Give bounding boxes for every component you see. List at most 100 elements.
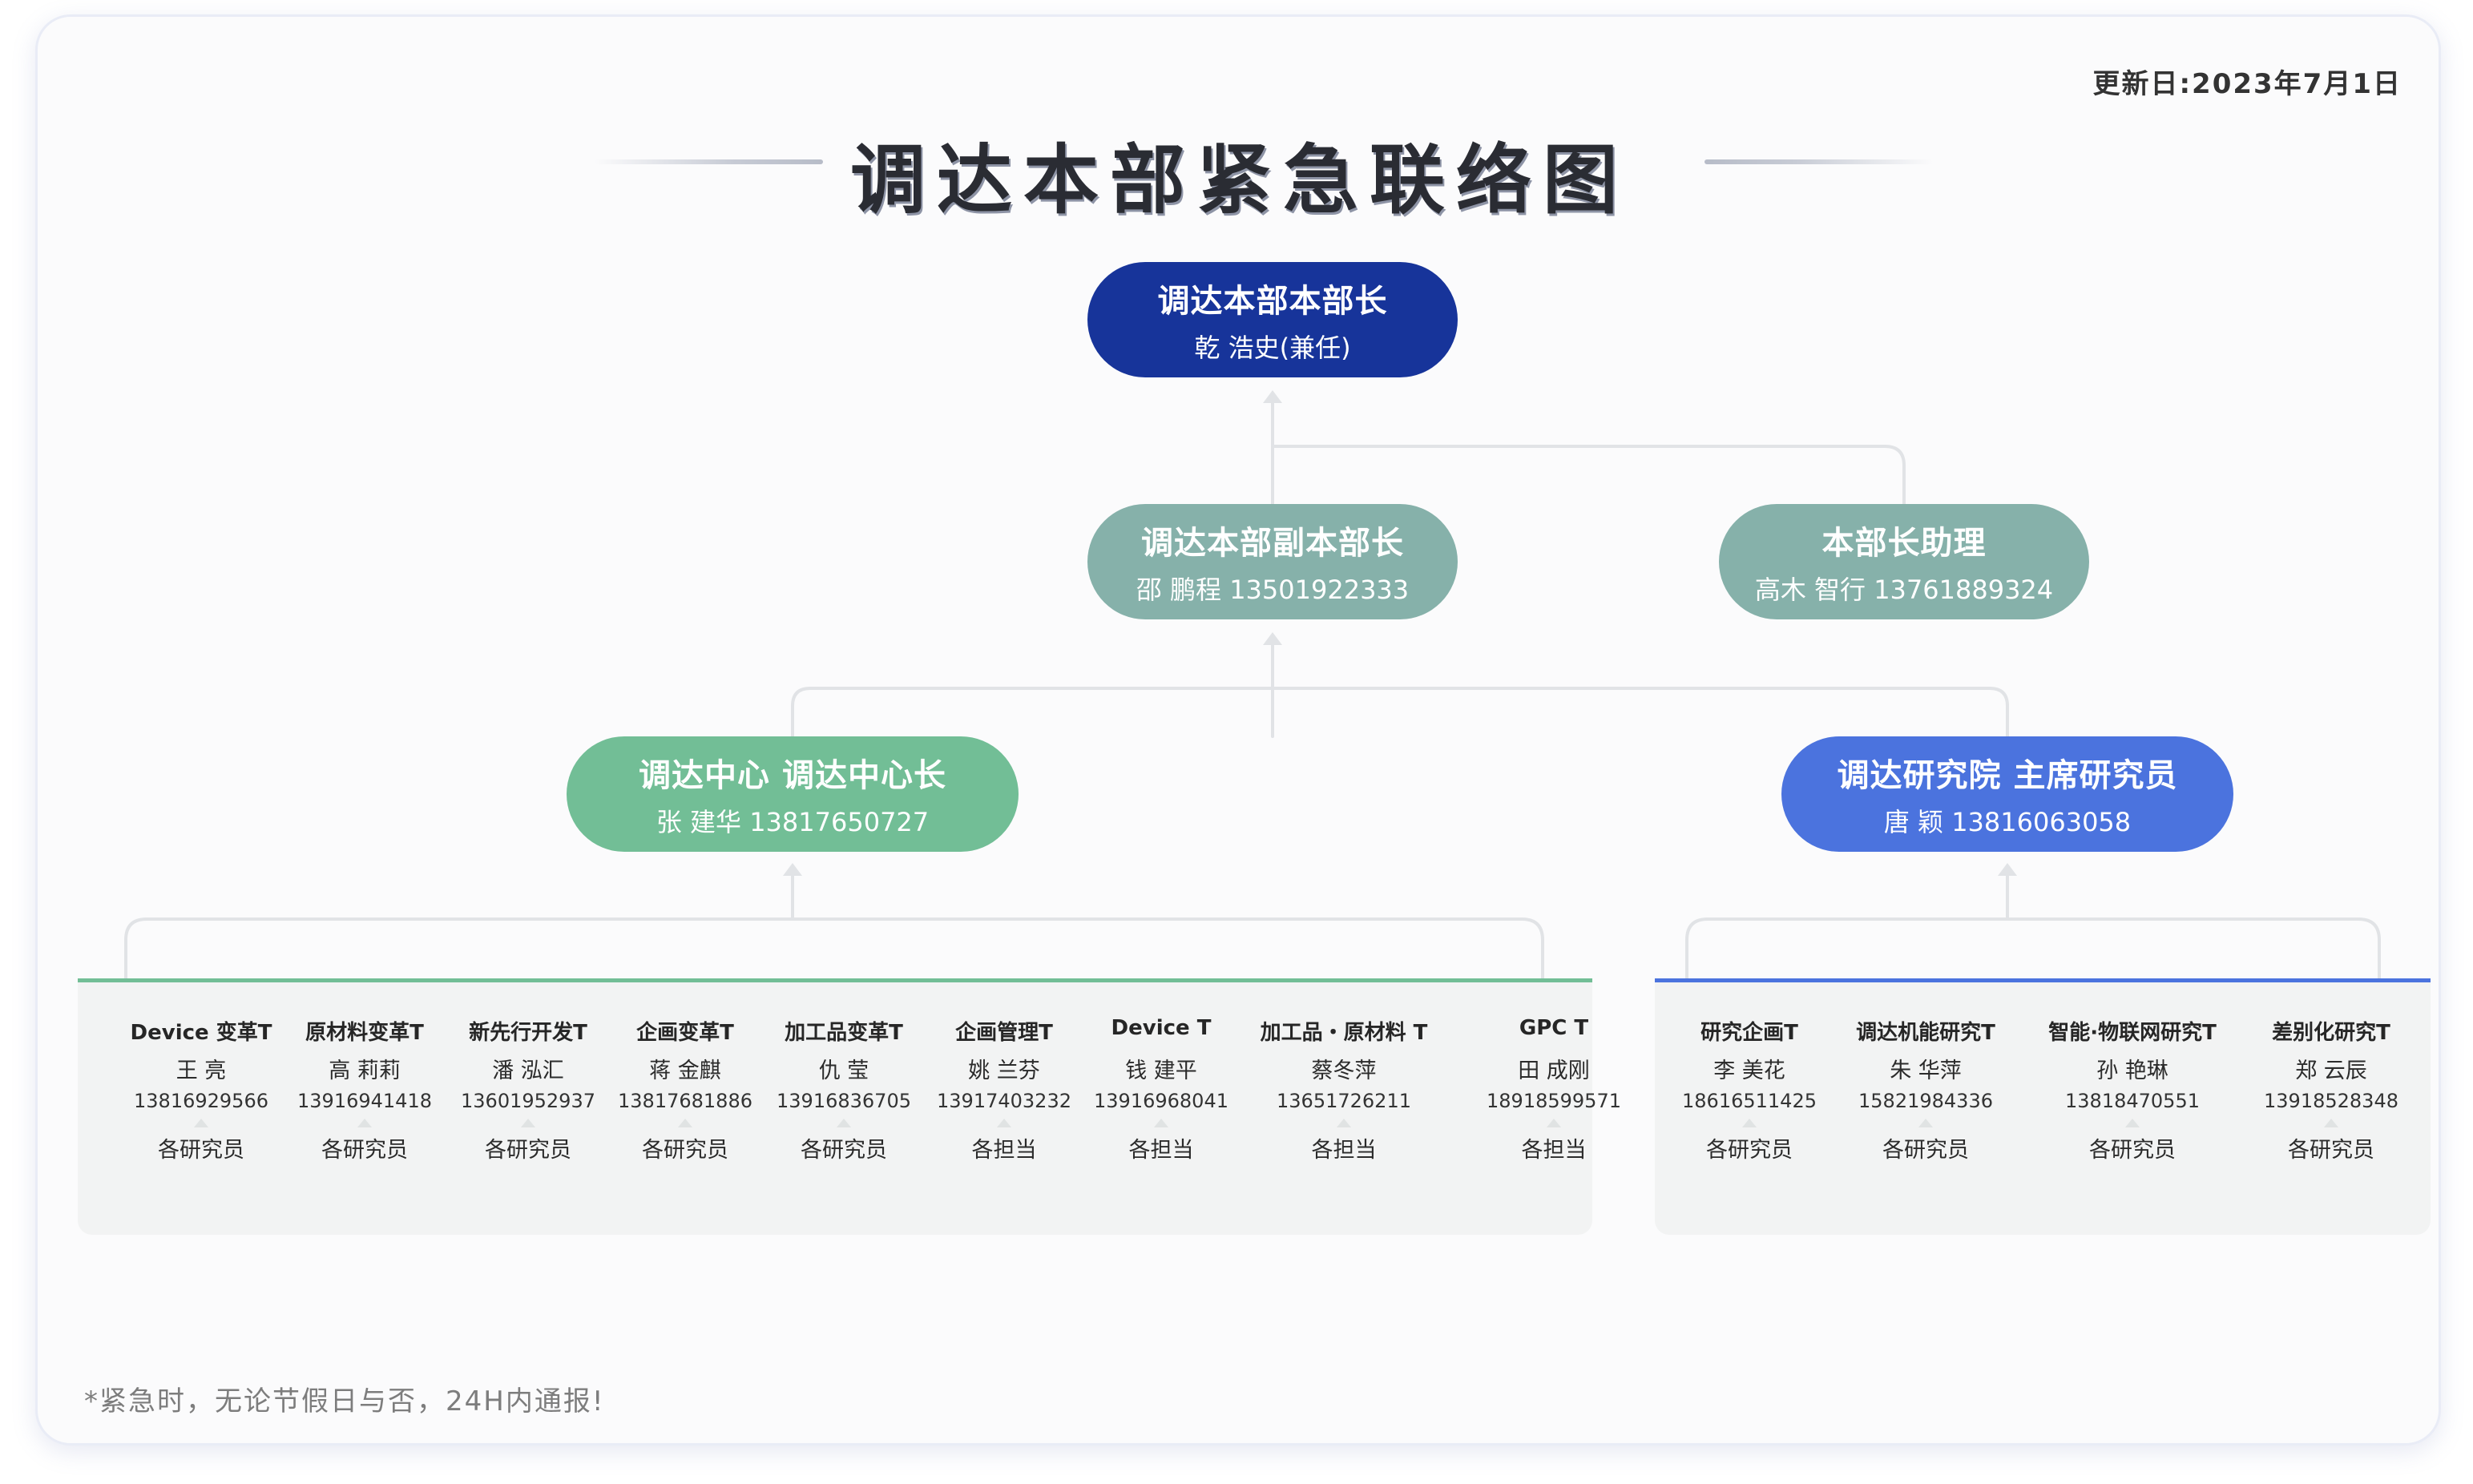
up-arrow-icon — [357, 1119, 372, 1127]
team-leader: 姚 兰芬 — [968, 1059, 1040, 1083]
node-title: 本部长助理 — [1821, 525, 1987, 562]
title-decor-line-left — [595, 159, 823, 164]
team-name: Device T — [1111, 1016, 1212, 1040]
connector-lines — [124, 390, 2381, 980]
team-name: Device 变革T — [130, 1021, 272, 1045]
team-role: 各研究员 — [801, 1138, 887, 1163]
team-role: 各担当 — [1521, 1138, 1587, 1163]
node-director: 调达本部本部长 乾 浩史(兼任) — [1087, 262, 1458, 377]
team-leader: 王 亮 — [175, 1059, 227, 1083]
team-column: 加工品・原材料 T 蔡冬萍 13651726211 各担当 — [1256, 1016, 1432, 1163]
team-phone: 13916941418 — [297, 1090, 432, 1112]
team-column: 企画管理T 姚 兰芬 13917403232 各担当 — [916, 1016, 1092, 1163]
team-column: Device 变革T 王 亮 13816929566 各研究员 — [113, 1016, 289, 1163]
node-procurement-center: 调达中心 调达中心长 张 建华 13817650727 — [567, 736, 1019, 852]
team-phone: 13601952937 — [461, 1090, 595, 1112]
team-name: GPC T — [1519, 1016, 1589, 1040]
up-arrow-icon — [2125, 1119, 2140, 1127]
center-teams-panel: Device 变革T 王 亮 13816929566 各研究员 原材料变革T 高… — [78, 978, 1621, 1235]
team-column: 原材料变革T 高 莉莉 13916941418 各研究员 — [276, 1016, 453, 1163]
team-column: 企画变革T 蒋 金麒 13817681886 各研究员 — [597, 1016, 773, 1163]
arrow-to-research — [1998, 863, 2017, 876]
team-column: 智能·物联网研究T 孙 艳琳 13818470551 各研究员 — [2044, 1016, 2221, 1163]
node-title: 调达中心 调达中心长 — [639, 757, 946, 794]
team-leader: 仇 莹 — [818, 1059, 869, 1083]
footnote: *紧急时，无论节假日与否，24H内通报! — [84, 1385, 605, 1417]
team-phone: 13817681886 — [618, 1090, 752, 1112]
team-column: 调达机能研究T 朱 华萍 15821984336 各研究员 — [1838, 1016, 2014, 1163]
team-phone: 13916968041 — [1094, 1090, 1228, 1112]
connector-center-deputy — [791, 687, 2009, 738]
team-phone: 13651726211 — [1277, 1090, 1411, 1112]
team-name: 智能·物联网研究T — [2048, 1021, 2217, 1045]
team-name: 研究企画T — [1700, 1021, 1798, 1045]
arrow-to-deputy — [1263, 632, 1282, 645]
team-name: 加工品・原材料 T — [1260, 1021, 1428, 1045]
up-arrow-icon — [678, 1119, 692, 1127]
chart-card: 更新日:2023年7月1日 调达本部紧急联络图 调达本部本部长 — [35, 14, 2441, 1446]
team-role: 各研究员 — [485, 1138, 571, 1163]
team-column: 新先行开发T 潘 泓汇 13601952937 各研究员 — [440, 1016, 616, 1163]
node-name: 高木 智行 13761889324 — [1754, 575, 2054, 605]
node-title: 调达本部本部长 — [1157, 283, 1388, 320]
arrow-to-director — [1263, 390, 1282, 403]
team-role: 各担当 — [1128, 1138, 1194, 1163]
up-arrow-icon — [194, 1119, 208, 1127]
team-role: 各研究员 — [2089, 1138, 2176, 1163]
team-role: 各研究员 — [642, 1138, 728, 1163]
team-name: 新先行开发T — [469, 1021, 587, 1045]
team-column: GPC T 田 成刚 18918599571 各担当 — [1466, 1016, 1642, 1163]
node-research-institute: 调达研究院 主席研究员 唐 颖 13816063058 — [1781, 736, 2233, 852]
up-arrow-icon — [1742, 1119, 1757, 1127]
team-name: 调达机能研究T — [1856, 1021, 1995, 1045]
connector-teams-right — [1685, 917, 2381, 980]
up-arrow-icon — [1154, 1119, 1168, 1127]
team-name: 企画变革T — [636, 1021, 734, 1045]
up-arrow-icon — [1918, 1119, 1933, 1127]
team-role: 各研究员 — [1706, 1138, 1793, 1163]
title-row: 调达本部紧急联络图 — [38, 119, 2443, 224]
node-title: 调达本部副本部长 — [1141, 525, 1404, 562]
team-leader: 孙 艳琳 — [2096, 1059, 2168, 1083]
team-leader: 钱 建平 — [1125, 1059, 1197, 1083]
node-name: 唐 颖 13816063058 — [1883, 807, 2132, 837]
team-leader: 朱 华萍 — [1890, 1059, 1962, 1083]
team-leader: 潘 泓汇 — [492, 1059, 564, 1083]
team-name: 加工品变革T — [785, 1021, 903, 1045]
up-arrow-icon — [521, 1119, 535, 1127]
node-name: 乾 浩史(兼任) — [1194, 333, 1351, 363]
up-arrow-icon — [1337, 1119, 1351, 1127]
node-name: 邵 鹏程 13501922333 — [1136, 575, 1410, 605]
page-title: 调达本部紧急联络图 — [849, 136, 1629, 224]
team-phone: 13918528348 — [2264, 1090, 2398, 1112]
team-leader: 李 美花 — [1713, 1059, 1785, 1083]
team-name: 企画管理T — [955, 1021, 1053, 1045]
up-arrow-icon — [997, 1119, 1011, 1127]
team-column: 差别化研究T 郑 云辰 13918528348 各研究员 — [2243, 1016, 2419, 1163]
research-teams-panel: 研究企画T 李 美花 18616511425 各研究员 调达机能研究T 朱 华萍… — [1655, 978, 2431, 1235]
team-role: 各研究员 — [1882, 1138, 1969, 1163]
team-leader: 郑 云辰 — [2295, 1059, 2367, 1083]
team-phone: 18918599571 — [1487, 1090, 1621, 1112]
team-phone: 13818470551 — [2065, 1090, 2200, 1112]
node-assistant: 本部长助理 高木 智行 13761889324 — [1719, 504, 2089, 619]
team-leader: 蔡冬萍 — [1311, 1059, 1377, 1083]
node-deputy-director: 调达本部副本部长 邵 鹏程 13501922333 — [1087, 504, 1458, 619]
team-phone: 18616511425 — [1682, 1090, 1817, 1112]
team-column: 研究企画T 李 美花 18616511425 各研究员 — [1661, 1016, 1838, 1163]
title-decor-line-right — [1704, 159, 1933, 164]
team-role: 各担当 — [971, 1138, 1037, 1163]
arrow-to-center — [783, 863, 802, 876]
team-leader: 田 成刚 — [1518, 1059, 1590, 1083]
connector-teams-left — [124, 917, 1544, 980]
up-arrow-icon — [1547, 1119, 1561, 1127]
team-role: 各研究员 — [2288, 1138, 2374, 1163]
update-date: 更新日:2023年7月1日 — [2092, 68, 2402, 100]
team-column: 加工品变革T 仇 莹 13916836705 各研究员 — [756, 1016, 932, 1163]
team-leader: 蒋 金麒 — [649, 1059, 721, 1083]
team-phone: 13917403232 — [937, 1090, 1071, 1112]
team-role: 各担当 — [1311, 1138, 1377, 1163]
node-name: 张 建华 13817650727 — [656, 807, 930, 837]
team-name: 原材料变革T — [305, 1021, 424, 1045]
node-title: 调达研究院 主席研究员 — [1837, 757, 2178, 794]
